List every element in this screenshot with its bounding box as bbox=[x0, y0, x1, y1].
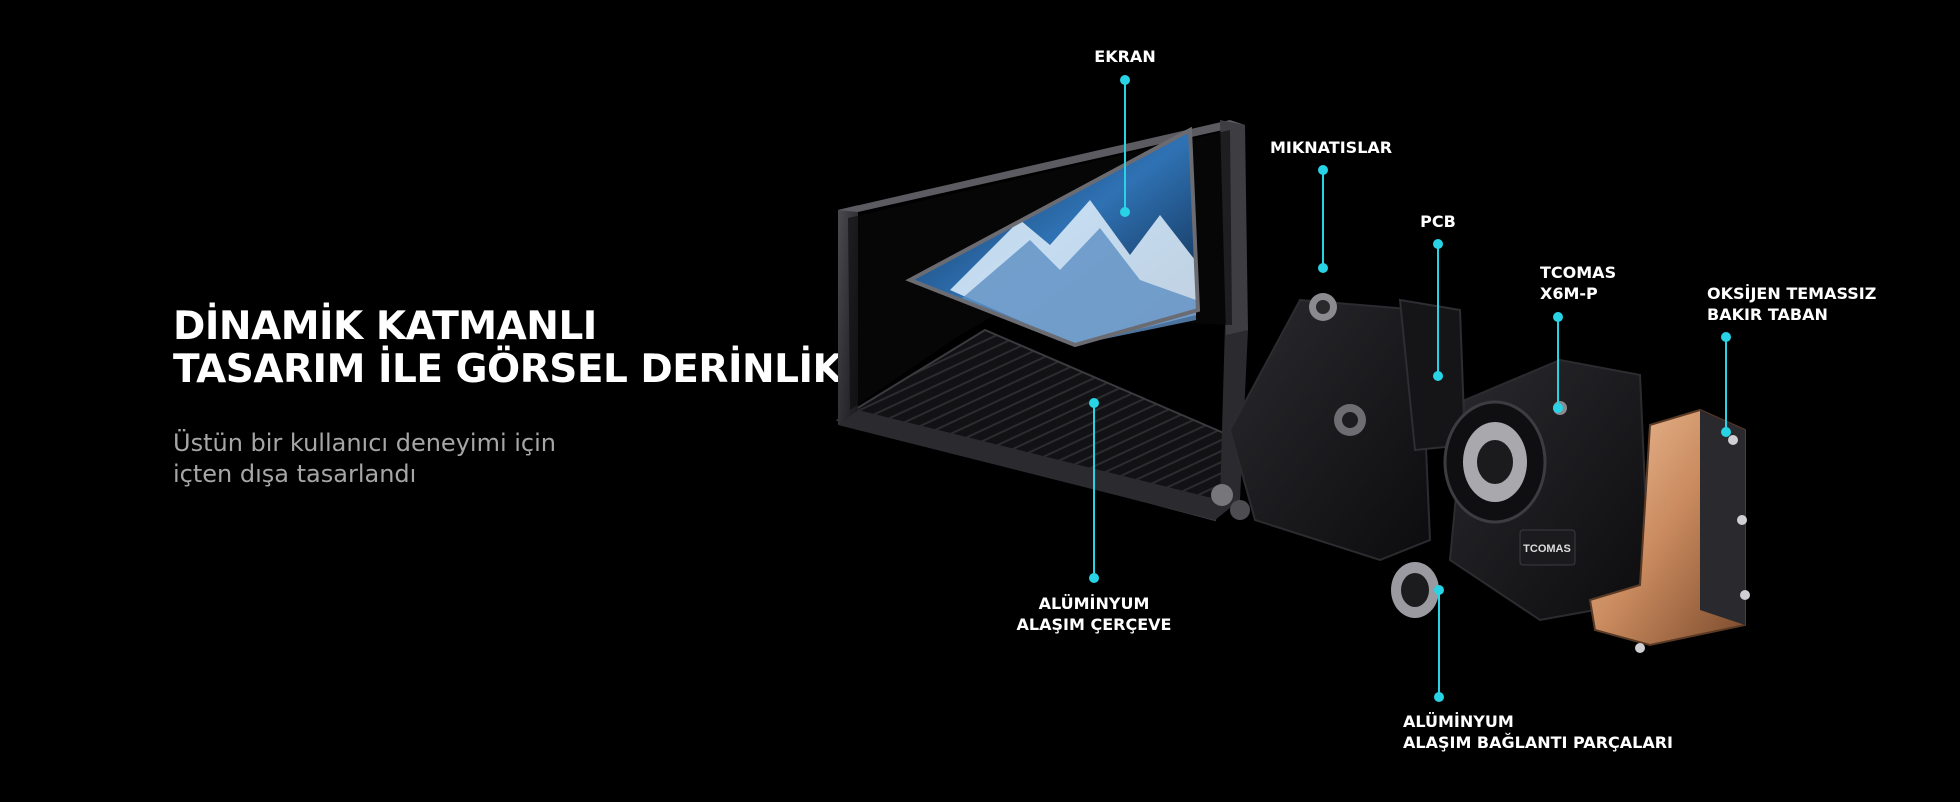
brand-badge: TCOMAS bbox=[1523, 543, 1571, 555]
subtitle-line-2: içten dışa tasarlandı bbox=[173, 460, 417, 488]
baglanti-marker bbox=[1434, 585, 1444, 595]
copper-base bbox=[1588, 408, 1750, 653]
callout-miknatislar-label: MIKNATISLAR bbox=[1270, 138, 1393, 157]
callout-oksijen: OKSİJEN TEMASSIZ BAKIR TABAN bbox=[1707, 283, 1876, 325]
callout-tcomas: TCOMAS X6M-P bbox=[1540, 262, 1616, 304]
callout-baglanti-line-1: ALÜMİNYUM bbox=[1403, 712, 1514, 731]
callout-aluminyum-cerceve: ALÜMİNYUM ALAŞIM ÇERÇEVE bbox=[1014, 593, 1174, 635]
headline-line-2: TASARIM İLE GÖRSEL DERİNLİK bbox=[173, 347, 843, 392]
callout-ekran-label: EKRAN bbox=[1094, 47, 1156, 66]
callout-pcb: PCB bbox=[1408, 211, 1468, 232]
callout-cerceve-line-1: ALÜMİNYUM bbox=[1038, 594, 1150, 613]
callout-pcb-label: PCB bbox=[1420, 212, 1456, 231]
pump-unit: TCOMAS bbox=[1443, 358, 1652, 622]
headline-line-1: DİNAMİK KATMANLI bbox=[173, 304, 597, 349]
callout-baglanti-line-2: ALAŞIM BAĞLANTI PARÇALARI bbox=[1403, 733, 1673, 752]
callout-oksijen-line-1: OKSİJEN TEMASSIZ bbox=[1707, 284, 1877, 303]
callout-miknatislar: MIKNATISLAR bbox=[1270, 137, 1393, 158]
callout-aluminyum-baglanti: ALÜMİNYUM ALAŞIM BAĞLANTI PARÇALARI bbox=[1403, 711, 1673, 753]
hero-subtitle: Üstün bir kullanıcı deneyimi için içten … bbox=[173, 428, 556, 490]
oksijen-marker bbox=[1721, 332, 1731, 342]
callout-ekran: EKRAN bbox=[1080, 46, 1170, 67]
callout-cerceve-line-2: ALAŞIM ÇERÇEVE bbox=[1016, 615, 1172, 634]
subtitle-line-1: Üstün bir kullanıcı deneyimi için bbox=[173, 429, 556, 457]
miknatislar-marker bbox=[1318, 165, 1328, 175]
callout-tcomas-line-2: X6M-P bbox=[1540, 284, 1598, 303]
cerceve-marker bbox=[1089, 398, 1099, 408]
aluminum-fitting bbox=[1391, 562, 1439, 618]
callout-tcomas-line-1: TCOMAS bbox=[1540, 263, 1617, 282]
pcb-marker bbox=[1433, 239, 1443, 249]
callout-oksijen-line-2: BAKIR TABAN bbox=[1707, 305, 1828, 324]
tcomas-marker bbox=[1553, 312, 1563, 322]
hero-headline: DİNAMİK KATMANLI TASARIM İLE GÖRSEL DERİ… bbox=[173, 304, 843, 392]
ekran-marker bbox=[1120, 75, 1130, 85]
callout-lines bbox=[1089, 75, 1731, 702]
